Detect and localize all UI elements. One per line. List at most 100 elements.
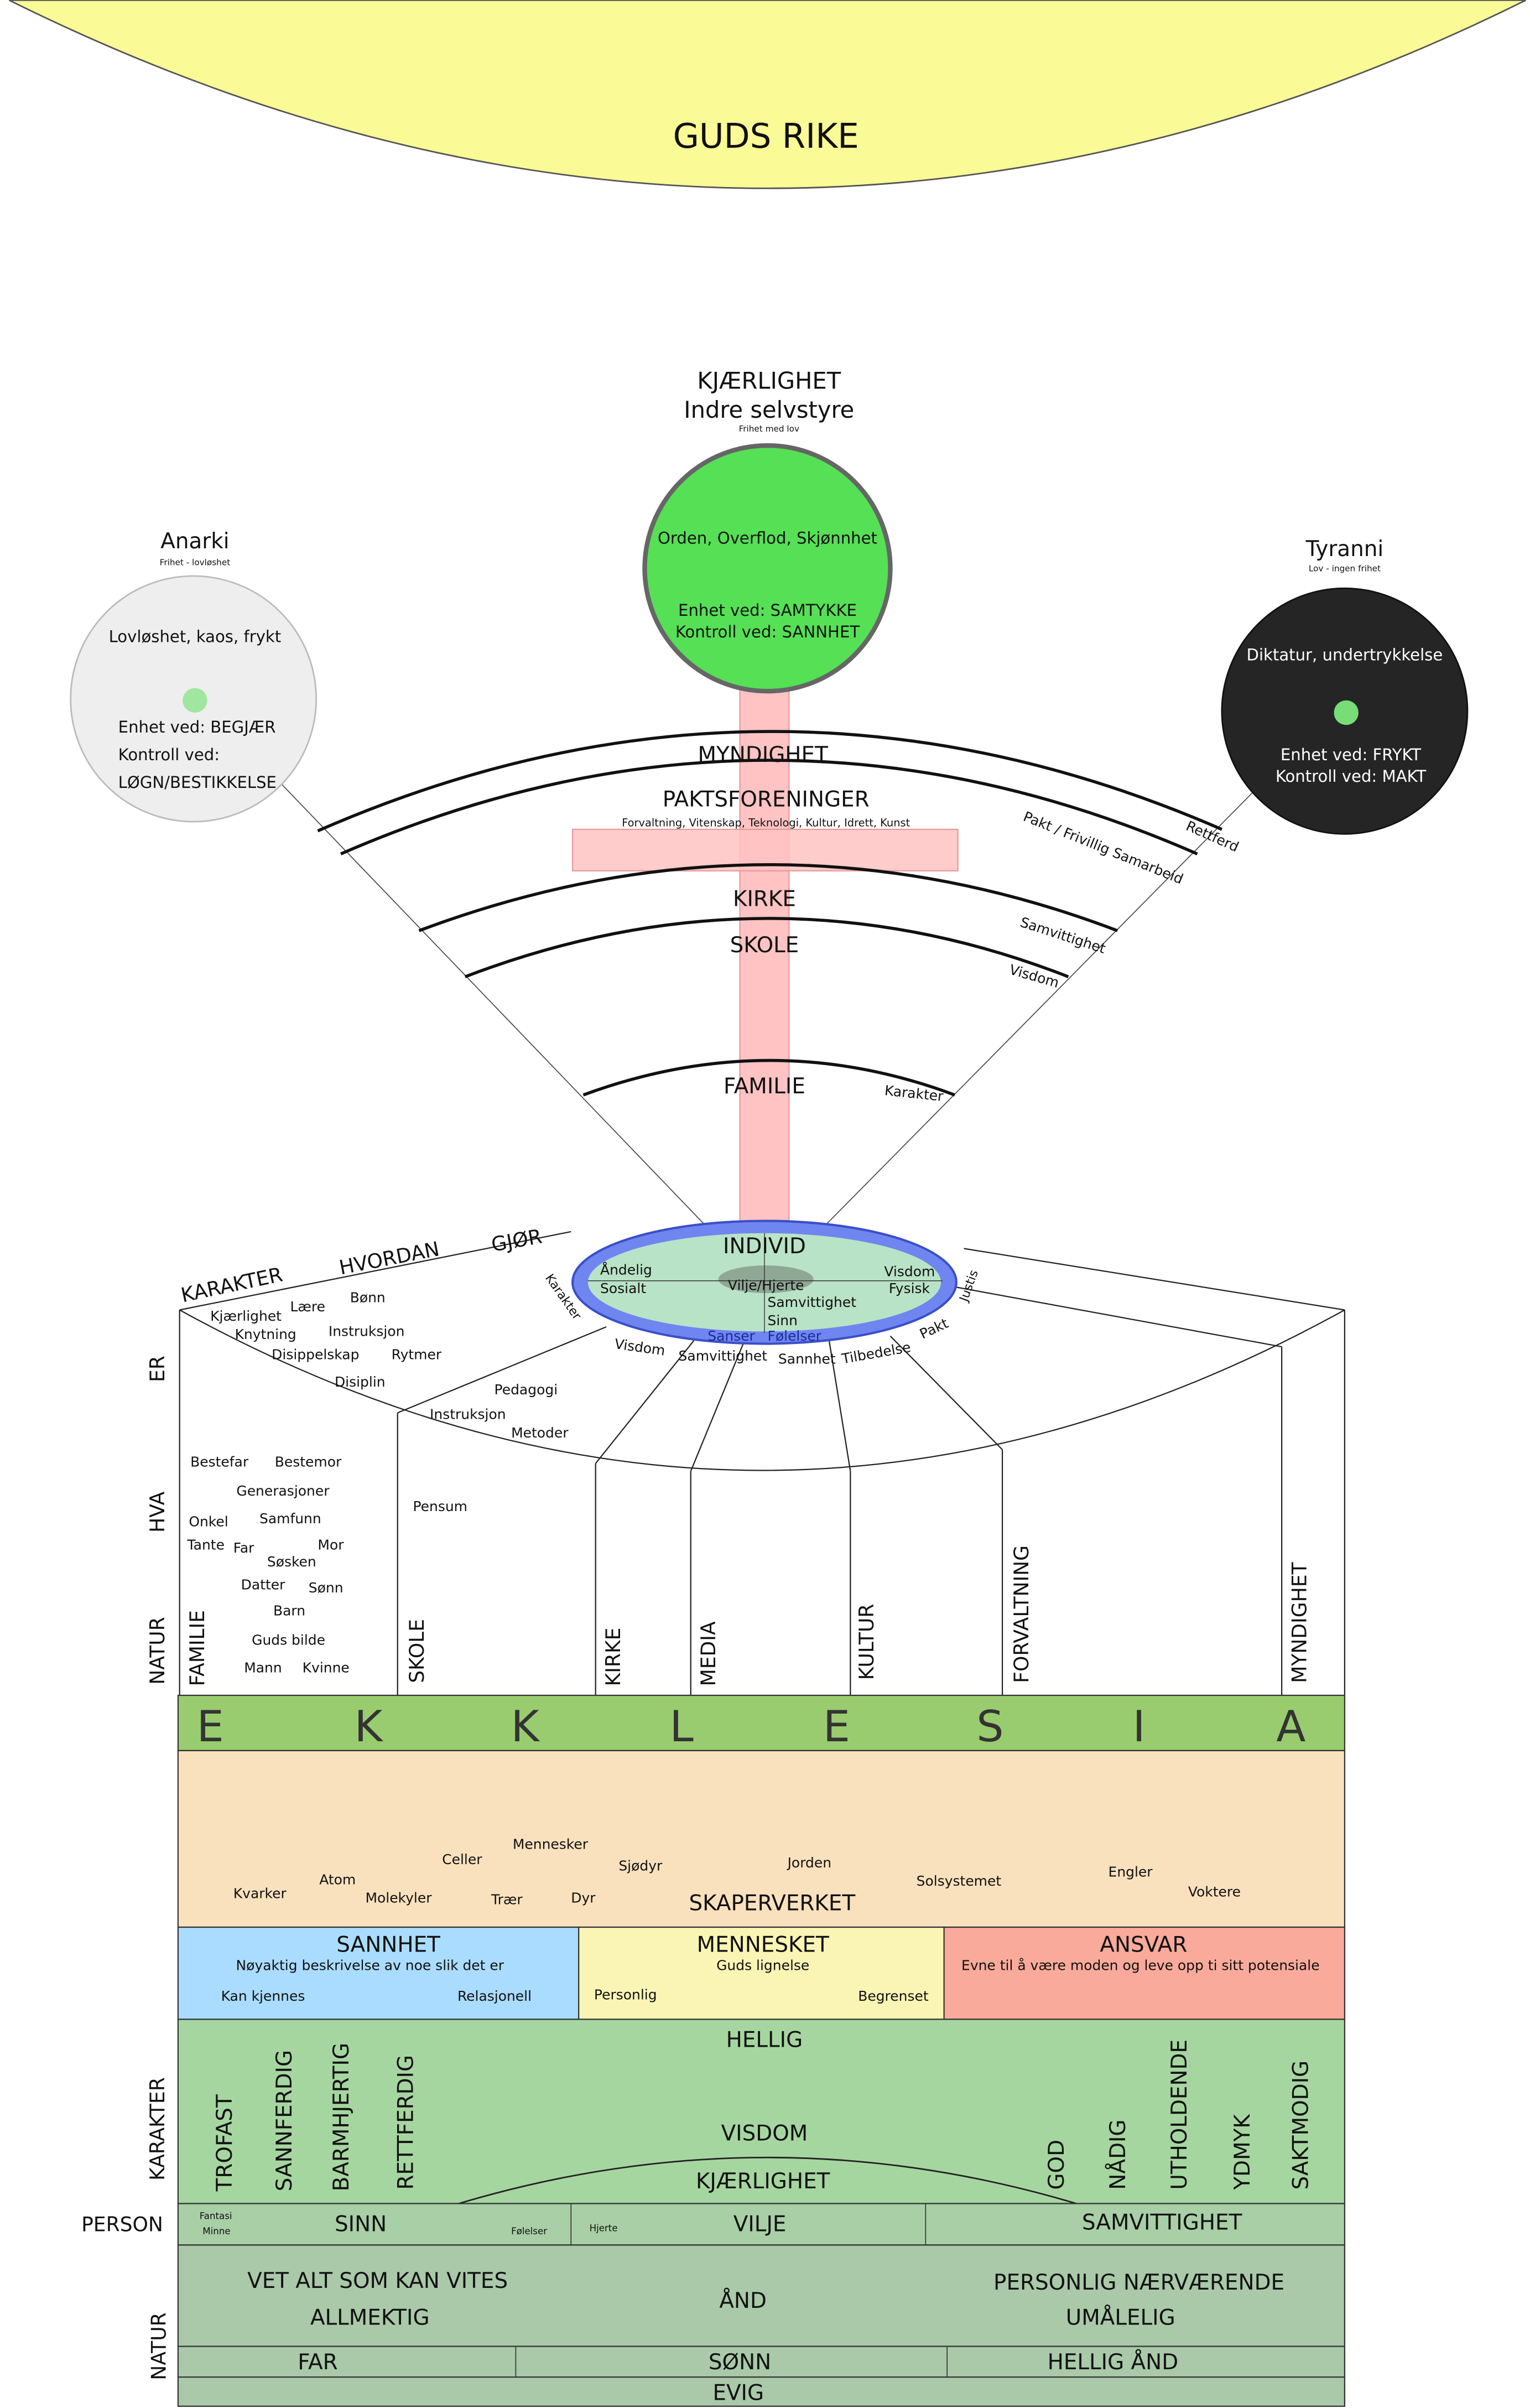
fan-samvittighet: Samvittighet: [679, 1348, 768, 1364]
fan-visdom: Visdom: [613, 1336, 666, 1359]
natur-evig: EVIG: [712, 2381, 764, 2406]
fam-mann: Mann: [244, 1659, 282, 1675]
individ-samvittighet: Samvittighet: [768, 1294, 857, 1310]
karakter-trofast: TROFAST: [212, 2094, 237, 2192]
fam-barn: Barn: [273, 1603, 305, 1619]
fam-mor: Mor: [318, 1537, 344, 1553]
karakter-barmhjertig: BARMHJERTIG: [329, 2043, 354, 2191]
fam-guds-bilde: Guds bilde: [252, 1632, 325, 1648]
natur-and: ÅND: [719, 2287, 767, 2313]
arc-pakt-frivillig: Pakt / Frivillig Samarbeid: [1021, 808, 1185, 888]
mennesket-sub: Guds lignelse: [716, 1958, 809, 1974]
karakter-utholdende: UTHOLDENDE: [1167, 2039, 1192, 2190]
natur-far: FAR: [298, 2350, 337, 2375]
individ-fysisk: Fysisk: [889, 1280, 930, 1296]
person-vilje: VILJE: [733, 2212, 787, 2236]
person-dividers: [570, 2203, 927, 2245]
natur-panel: [177, 2244, 1346, 2347]
sk-molekyler: Molekyler: [365, 1890, 432, 1906]
kjaerlighet-line1: Orden, Overflod, Skjønnhet: [658, 529, 877, 548]
guds-rike-arc: [9, 0, 1526, 189]
tyranni-dot: [1334, 700, 1359, 725]
fam-tante: Tante: [187, 1537, 225, 1553]
sk-sjodyr: Sjødyr: [618, 1857, 663, 1874]
karakter-nadig: NÅDIG: [1105, 2119, 1131, 2189]
tyranni-line3: Kontroll ved: MAKT: [1276, 767, 1427, 786]
kjaerlighet-title: KJÆRLIGHET: [697, 367, 841, 394]
individ-sosialt: Sosialt: [600, 1280, 646, 1296]
natur-side: NATUR: [148, 2312, 171, 2380]
fan-hvordan: HVORDAN: [337, 1237, 441, 1279]
sannhet-panel: [177, 1926, 580, 2020]
arcs: [317, 730, 1223, 1097]
karakter-sannferdig: SANNFERDIG: [272, 2050, 297, 2191]
ekklesia-letter: K: [511, 1702, 540, 1752]
kjaerlighet-circle: [642, 443, 893, 694]
fan-laere: Lære: [290, 1299, 325, 1315]
fan-pakt: Pakt: [917, 1315, 951, 1342]
karakter-arc: [443, 2156, 1092, 2209]
natur-allmektig: ALLMEKTIG: [310, 2306, 430, 2331]
side-hva: HVA: [146, 1491, 169, 1532]
kjaerlighet-line3: Kontroll ved: SANNHET: [675, 622, 860, 641]
fan-disippelskap: Disippelskap: [272, 1346, 359, 1362]
trinity-row: [177, 2345, 1346, 2378]
karakter-rettferdig: RETTFERDIG: [393, 2055, 418, 2190]
col-forvaltning: FORVALTNING: [1010, 1545, 1033, 1683]
sk-voktere: Voktere: [1188, 1884, 1241, 1900]
karakter-ydmyk: YDMYK: [1230, 2114, 1255, 2191]
cross-vertical: [739, 687, 790, 1223]
sk-celler: Celler: [442, 1851, 482, 1867]
karakter-panel: [177, 2018, 1346, 2204]
fam-onkel: Onkel: [189, 1514, 228, 1530]
individ-folelser: Følelser: [768, 1328, 822, 1344]
karakter-kjaerlighet: KJÆRLIGHET: [696, 2169, 830, 2194]
arc-paktsforeninger: PAKTSFORENINGER: [663, 787, 870, 812]
fam-samfunn: Samfunn: [259, 1511, 321, 1527]
sannhet-kan: Kan kjennes: [221, 1988, 305, 2004]
sk-mennesker: Mennesker: [513, 1836, 589, 1852]
natur-vet-alt: VET ALT SOM KAN VITES: [247, 2269, 508, 2293]
anarki-dot: [183, 688, 207, 713]
ekklesia-letter: E: [823, 1702, 850, 1752]
col-kultur: KULTUR: [855, 1604, 878, 1680]
person-fantasi: Fantasi: [200, 2210, 232, 2221]
natur-umalelig: UMÅLELIG: [1066, 2305, 1175, 2331]
sk-engler: Engler: [1109, 1864, 1153, 1880]
individ-visdom: Visdom: [884, 1263, 935, 1279]
fan-gjor: GJØR: [490, 1225, 544, 1257]
ekklesia-letter: A: [1276, 1702, 1305, 1752]
anarki-line4: LØGN/BESTIKKELSE: [118, 773, 277, 792]
tyranni-note: Lov - ingen frihet: [1309, 564, 1381, 574]
ansvar-panel: [943, 1926, 1346, 2020]
ekklesia-letter: K: [355, 1702, 384, 1752]
col-media: MEDIA: [697, 1621, 720, 1686]
ekklesia-letter: I: [1133, 1702, 1146, 1752]
sk-kvarker: Kvarker: [233, 1885, 287, 1901]
ekklesia-letter: L: [669, 1702, 693, 1752]
sk-dyr: Dyr: [571, 1890, 596, 1906]
fan-karakter: KARAKTER: [179, 1263, 284, 1307]
fam-kvinne: Kvinne: [303, 1659, 350, 1675]
fan-pedagogi: Pedagogi: [495, 1382, 558, 1398]
individ-title: INDIVID: [723, 1234, 806, 1259]
anarki-title: Anarki: [160, 529, 229, 554]
arc-rettferd: Rettferd: [1184, 818, 1241, 855]
karakter-visdom: VISDOM: [721, 2121, 808, 2146]
anarki-note: Frihet - lovløshet: [160, 558, 231, 568]
tyranni-line1: Diktatur, undertrykkelse: [1247, 646, 1443, 665]
fan-disiplin: Disiplin: [335, 1374, 386, 1390]
sannhet-relasjonell: Relasjonell: [457, 1988, 532, 2004]
fan-rytmer: Rytmer: [392, 1346, 442, 1362]
fan-knytning: Knytning: [235, 1326, 296, 1342]
person-folelser: Følelser: [511, 2226, 547, 2236]
fam-sosken: Søsken: [267, 1554, 316, 1570]
mennesket-title: MENNESKET: [697, 1932, 829, 1957]
arc-kirke: KIRKE: [733, 887, 796, 912]
person-samvittighet: SAMVITTIGHET: [1082, 2210, 1242, 2235]
fan-bonn: Bønn: [350, 1290, 386, 1306]
col-familie: FAMILIE: [186, 1610, 209, 1686]
mennesket-panel: [578, 1926, 945, 2020]
ansvar-sub: Evne til å være moden og leve opp ti sit…: [961, 1958, 1320, 1974]
